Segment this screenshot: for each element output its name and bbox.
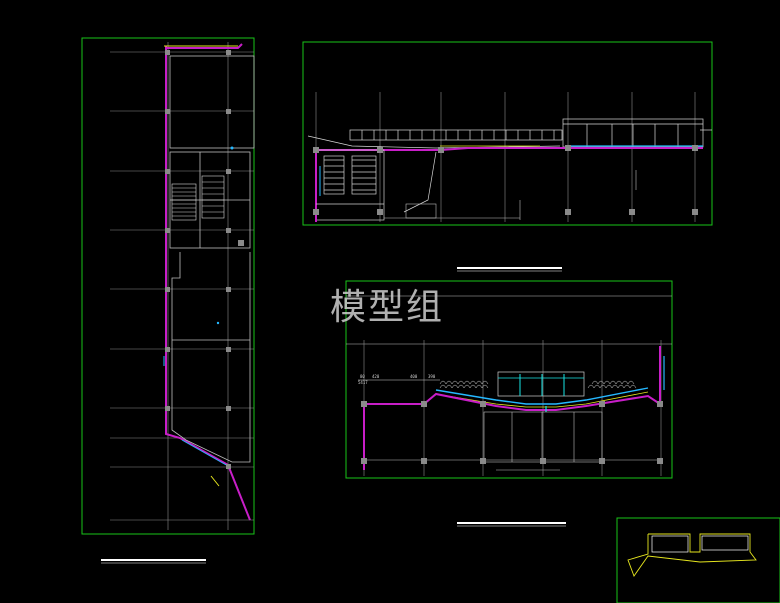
column-square-icon: [165, 50, 244, 469]
key-plan-frame: [616, 517, 780, 603]
section-panel-top: [302, 41, 713, 272]
column-square-icon: [361, 401, 663, 464]
roof-planting: [439, 380, 637, 389]
floor-plan-grid: [110, 42, 254, 530]
dimension-labels: 80 420 400 390 5417: [358, 374, 440, 385]
svg-text:420: 420: [372, 374, 380, 379]
section-middle-frame: [345, 280, 673, 479]
section-panel-middle: 80 420 400 390 5417: [345, 280, 673, 527]
floor-plan-marker: [230, 146, 234, 150]
roof-truss: [307, 118, 712, 213]
floor-plan-glass-edge: [181, 439, 229, 467]
stair-hatch-icon: [171, 175, 225, 221]
floor-plan-top-wall: [166, 43, 243, 49]
key-plan-outline: [627, 533, 757, 577]
svg-text:80: 80: [360, 374, 365, 379]
key-plan-panel: [616, 517, 780, 603]
auditorium-block: [315, 149, 385, 222]
floor-plan-yellow-edge: [210, 475, 220, 487]
section-middle-lower-structure: [364, 411, 660, 471]
floor-plan-panel: [81, 37, 255, 564]
section-middle-slab: [364, 392, 661, 411]
central-skylight: [497, 371, 585, 397]
column-square-icon: [313, 145, 698, 215]
floor-plan-marker: [216, 321, 220, 325]
svg-text:400: 400: [410, 374, 418, 379]
section-top-lower-rooms: [384, 170, 637, 220]
floor-plan-outer-wall: [165, 46, 251, 521]
section-top-slab: [316, 147, 703, 151]
floor-plan-inner-walls: [169, 55, 255, 463]
roof-glass-line: [435, 387, 649, 405]
section-top-grid: [315, 92, 696, 222]
key-plan-block: [651, 535, 689, 553]
floor-plan-frame: [81, 37, 255, 535]
svg-text:390: 390: [428, 374, 436, 379]
section-top-frame: [302, 41, 713, 226]
key-plan-block: [701, 535, 749, 551]
svg-text:5417: 5417: [358, 380, 368, 385]
watermark-text: 模型组: [330, 287, 445, 328]
